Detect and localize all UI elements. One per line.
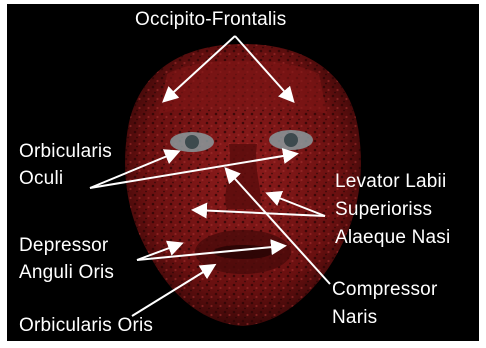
label-orbicularis-oculi-line2: Oculi <box>19 167 63 191</box>
label-depressor-line1: Depressor <box>19 234 108 258</box>
label-compressor-line2: Naris <box>332 306 377 330</box>
label-levator-line2: Superioriss <box>335 198 432 222</box>
face-shape <box>125 44 361 326</box>
label-levator-line3: Alaeque Nasi <box>335 226 450 250</box>
label-levator-line1: Levator Labii <box>335 170 446 194</box>
label-occipito-frontalis: Occipito-Frontalis <box>135 8 286 32</box>
label-orbicularis-oculi-line1: Orbicularis <box>19 140 112 164</box>
image-frame: Occipito-Frontalis Orbicularis Oculi Lev… <box>7 4 479 341</box>
label-compressor-line1: Compressor <box>332 278 437 302</box>
label-orbicularis-oris: Orbicularis Oris <box>19 314 153 338</box>
label-depressor-line2: Anguli Oris <box>19 261 114 285</box>
